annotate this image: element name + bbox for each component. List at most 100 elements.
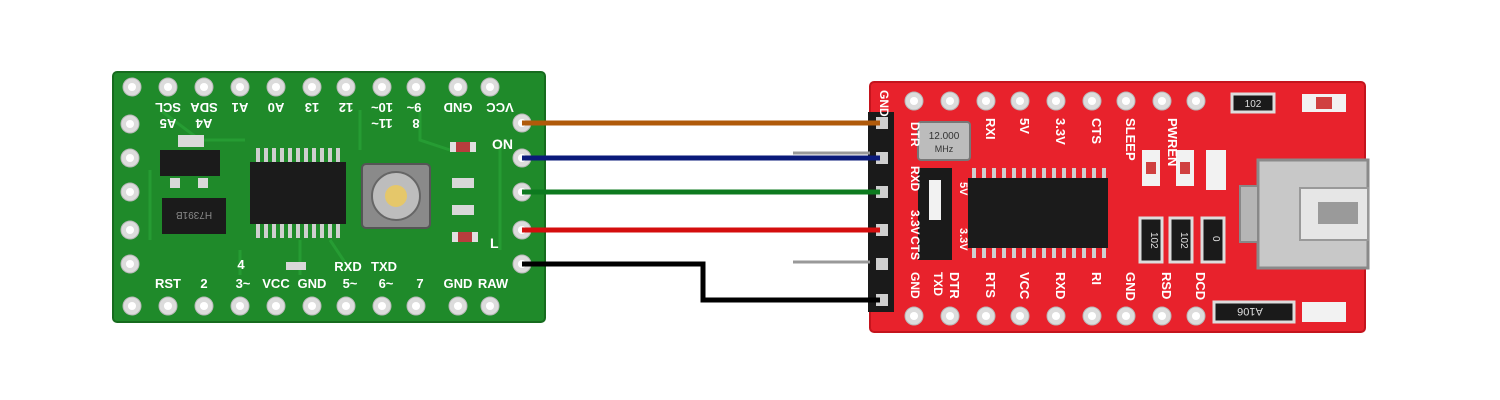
mcu-pin <box>304 224 308 238</box>
right-bottom-pad-hole <box>981 311 991 321</box>
label-8: 8 <box>412 116 419 131</box>
ftdi-pin <box>1022 168 1026 178</box>
right-bottom-pad-hole <box>1015 311 1025 321</box>
ftdi-pin <box>1082 248 1086 258</box>
status-leds <box>1142 150 1226 190</box>
ftdi-pin <box>1082 168 1086 178</box>
ftdi-pin <box>1022 248 1026 258</box>
top-label-5v: 5V <box>1017 118 1032 134</box>
resistor-label-3: 0 <box>1210 236 1221 242</box>
bottom-chip: A106 <box>1212 300 1346 324</box>
right-bottom-pad-hole <box>909 311 919 321</box>
label-10: 10~ <box>371 100 393 115</box>
bottom-label-dtr: DTR <box>947 272 962 299</box>
left-bottom-header-pads <box>122 296 500 316</box>
ftdi-pin <box>1092 168 1096 178</box>
jumper-label-5v: 5V <box>957 182 969 196</box>
header-pin <box>876 258 888 270</box>
label-gnd-top: GND <box>444 100 473 115</box>
ftdi-pin <box>1092 248 1096 258</box>
left-side-pad-hole <box>125 225 135 235</box>
header-pin <box>876 117 888 129</box>
mcu-pin <box>264 148 268 162</box>
resistor-label-1: 102 <box>1148 232 1159 249</box>
ftdi-pin <box>1062 248 1066 258</box>
jumper-label-33v: 3.3V <box>957 228 969 251</box>
label-3: 3~ <box>236 276 251 291</box>
crystal: 12.000 MHz <box>917 121 971 161</box>
right-top-pad-hole <box>909 96 919 106</box>
resistor-label-top: 102 <box>1245 99 1262 110</box>
wire-black <box>522 261 880 303</box>
ftdi-pin <box>972 248 976 258</box>
header-label-txd: TXD <box>931 272 945 296</box>
ftdi-pin <box>1012 168 1016 178</box>
left-bottom-pad-hole <box>307 301 317 311</box>
crystal-frequency: 12.000 <box>929 131 960 142</box>
left-top-pad-hole <box>307 82 317 92</box>
right-bottom-pad-hole <box>1191 311 1201 321</box>
ftdi-pin <box>1002 248 1006 258</box>
left-top-pad-hole <box>199 82 209 92</box>
left-side-pad-hole <box>125 153 135 163</box>
left-top-pad-hole <box>411 82 421 92</box>
voltage-jumper: 5V 3.3V <box>918 168 969 260</box>
label-9: 9~ <box>406 100 421 115</box>
label-a0: A0 <box>268 100 285 115</box>
left-top-pad-hole <box>341 82 351 92</box>
bottom-label-vcc: VCC <box>1017 272 1032 300</box>
left-side-header-pads <box>120 114 140 274</box>
top-label-33v: 3.3V <box>1053 118 1068 145</box>
reset-button <box>361 163 431 229</box>
right-bottom-pad-hole <box>945 311 955 321</box>
bottom-label-rts: RTS <box>983 272 998 298</box>
wires <box>522 120 880 303</box>
left-bottom-pad-hole <box>271 301 281 311</box>
right-bottom-pad-hole <box>1051 311 1061 321</box>
label-gnd-bottom-2: GND <box>444 276 473 291</box>
right-bottom-pads <box>904 306 1206 326</box>
regulator-chip-text: H7391B <box>176 209 212 220</box>
right-top-pad-hole <box>1191 96 1201 106</box>
right-bottom-pad-hole <box>1087 311 1097 321</box>
label-gnd-bottom: GND <box>298 276 327 291</box>
mcu-pin <box>272 148 276 162</box>
left-top-pad-hole <box>271 82 281 92</box>
mcu-pin <box>312 148 316 162</box>
right-bottom-pad-hole <box>1121 311 1131 321</box>
label-13: 13 <box>305 100 319 115</box>
bottom-label-rxd: RXD <box>1053 272 1068 299</box>
left-top-pad-hole <box>453 82 463 92</box>
header-label-cts: CTS <box>908 236 922 260</box>
right-board: 12.000 MHz 5V 3.3V 102 102 <box>793 81 1370 333</box>
label-7: 7 <box>416 276 423 291</box>
mcu-pin <box>328 224 332 238</box>
ftdi-pin <box>992 168 996 178</box>
label-a4: A4 <box>195 116 212 131</box>
ftdi-pin <box>1002 168 1006 178</box>
ftdi-pin <box>982 168 986 178</box>
header-label-gnd: GND <box>908 272 922 299</box>
header-pin <box>876 294 888 306</box>
top-label-sleep: SLEEP <box>1123 118 1138 161</box>
label-txd: TXD <box>371 259 397 274</box>
label-11: 11~ <box>371 116 393 131</box>
resistors: 102 102 0 102 <box>1138 92 1346 264</box>
ftdi-pin <box>1042 168 1046 178</box>
label-rxd: RXD <box>334 259 361 274</box>
ftdi-pin <box>1102 248 1106 258</box>
right-top-pad-hole <box>981 96 991 106</box>
on-led-label: ON <box>492 136 513 152</box>
right-top-pad-hole <box>1051 96 1061 106</box>
ftdi-pin <box>1102 168 1106 178</box>
left-top-header-pads <box>122 77 500 97</box>
mcu-pin <box>320 148 324 162</box>
bottom-label-dcd: DCD <box>1193 272 1208 300</box>
ftdi-chip <box>968 168 1108 258</box>
label-rst: RST <box>155 276 181 291</box>
label-4: 4 <box>237 257 245 272</box>
left-side-pad-hole <box>125 119 135 129</box>
label-6: 6~ <box>379 276 394 291</box>
l-led-label: L <box>490 235 499 251</box>
left-board: VCC GND 9~ 10~ 12 13 A0 A1 SDA SCL 8 11~… <box>112 71 546 323</box>
